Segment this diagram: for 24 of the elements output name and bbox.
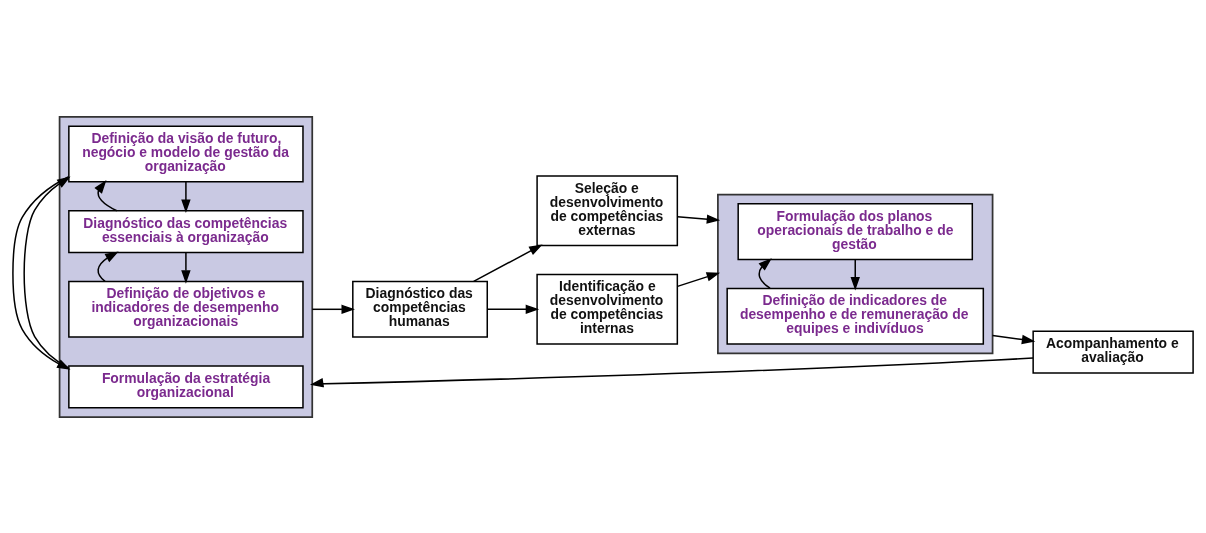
node-box: Definição de indicadores de desempenho e de remuneração de equipes e indivíduos [726,287,985,345]
arrow [850,258,860,290]
cluster [717,193,994,354]
node-box: Identificação e desenvolvimento de competências internas [536,273,679,345]
arrow [991,334,1036,344]
arrow [676,271,721,287]
node-box: Diagnóstico das competências essenciais à organização [68,209,304,253]
arrow [311,304,355,314]
arrow [486,304,540,314]
node-box: Acompanhamento e avaliação [1032,330,1194,374]
arrow [181,180,191,213]
arrow [676,213,721,224]
arrow [758,257,772,289]
node-box: Formulação dos planos operacionais de trabalho e de gestão [737,202,974,260]
node-box: Formulação da estratégia organizacional [68,364,304,409]
arrow [97,251,119,282]
node-box: Seleção e desenvolvimento de competências externas [536,174,679,246]
node-box: Definição de objetivos e indicadores de desempenho organizacionais [68,280,304,338]
node-box: Definição da visão de futuro, negócio e modelo de gestão da organização [68,124,304,183]
arrow [309,356,1034,387]
arrow [472,244,543,282]
arrow [181,251,191,284]
node-box: Diagnóstico das competências humanas [352,280,488,338]
arrow [94,179,118,211]
